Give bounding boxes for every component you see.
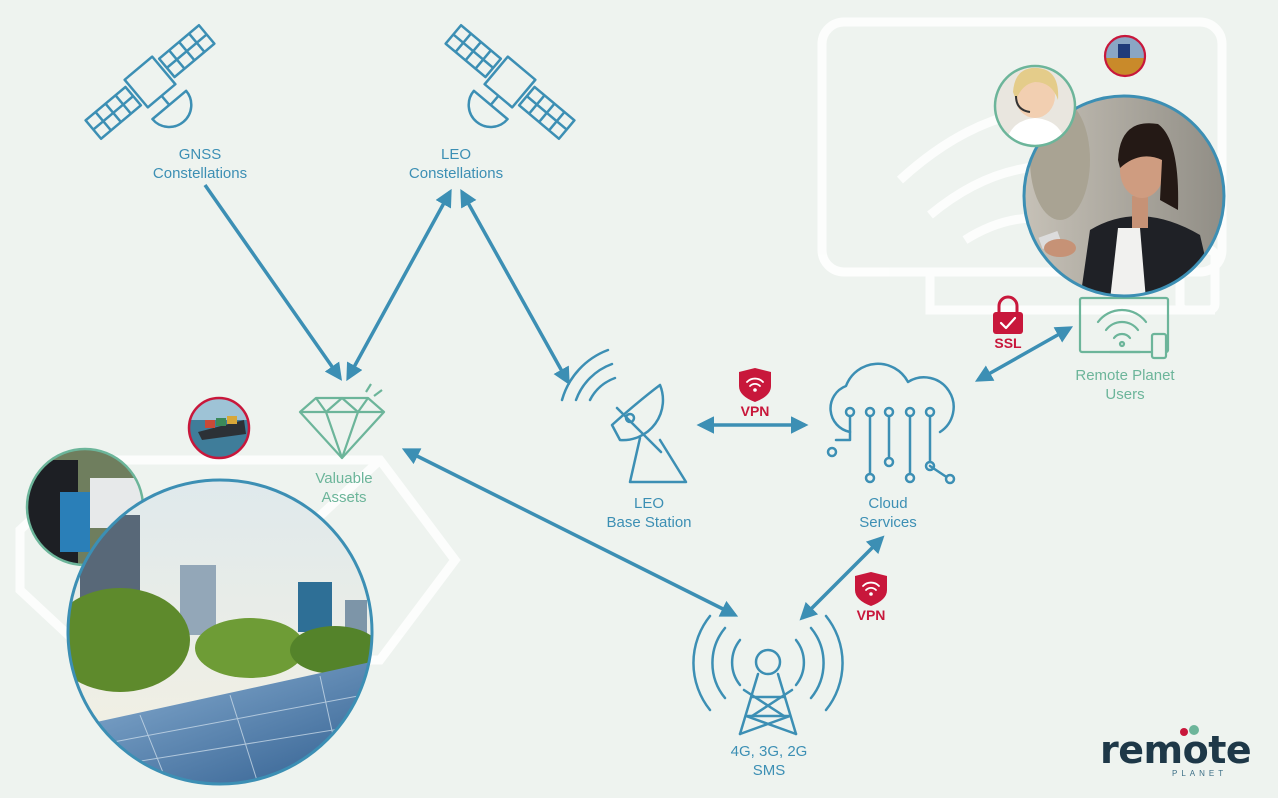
base-label-line2: Base Station: [606, 514, 692, 531]
leo-base-station-label: LEO Base Station: [606, 494, 691, 532]
worker-photo: [1103, 34, 1147, 78]
base-label-line1: LEO: [633, 495, 664, 512]
assets-label-line1: Valuable: [315, 470, 373, 487]
gnss-label-line2: Constellations: [152, 165, 248, 182]
cloud-label-line1: Cloud: [868, 495, 908, 512]
support-agent-photo: [993, 64, 1077, 148]
cellular-label: 4G, 3G, 2G SMS: [731, 742, 808, 780]
vpn-shield-icon: [855, 572, 887, 606]
ssl-badge: SSL: [994, 335, 1022, 351]
remote-planet-users-label: Remote Planet Users: [1075, 366, 1174, 404]
cloud-label-line2: Services: [859, 514, 917, 531]
vpn-badge-top: VPN: [740, 403, 770, 419]
leo-satellite-icon: [444, 23, 576, 141]
users-monitor-icon: [1078, 296, 1170, 360]
cloud-services-label: Cloud Services: [859, 494, 917, 532]
logo-dots-icon: [1180, 725, 1199, 736]
logo-subtitle: PLANET: [1172, 769, 1228, 778]
arrow-assets-leo: [346, 188, 452, 382]
remote-planet-logo[interactable]: remote PLANET: [1100, 725, 1260, 784]
leo-constellations-label: LEO Constellations: [409, 145, 503, 183]
cell-tower-icon: [692, 614, 844, 736]
solar-city-photo: [66, 478, 374, 786]
arrow-cloud-users: [974, 326, 1074, 382]
gnss-label-line1: GNSS: [178, 146, 222, 163]
assets-label-line2: Assets: [321, 489, 367, 506]
base-station-dish-icon: [560, 348, 688, 484]
cellular-label-line1: 4G, 3G, 2G: [730, 743, 808, 760]
arrow-assets-cellular: [401, 448, 739, 617]
users-label-line1: Remote Planet: [1075, 367, 1175, 384]
ship-photo: [187, 396, 251, 460]
arrow-leo-basestation: [460, 188, 570, 386]
leo-label-line1: LEO: [440, 146, 471, 163]
gnss-satellite-icon: [84, 23, 216, 141]
arrow-cellular-cloud: [799, 535, 885, 621]
cellular-label-line2: SMS: [752, 762, 786, 779]
gnss-constellations-label: GNSS Constellations: [153, 145, 247, 183]
diamond-icon: [298, 383, 386, 460]
vpn-badge-bottom: VPN: [856, 607, 886, 623]
arrow-gnss-to-assets: [203, 183, 343, 381]
cloud-services-icon: [826, 362, 956, 485]
ssl-lock-icon: [993, 295, 1023, 334]
logo-wordmark: remote: [1100, 728, 1252, 772]
vpn-shield-icon: [739, 368, 771, 402]
valuable-assets-label: Valuable Assets: [315, 469, 372, 507]
users-label-line2: Users: [1105, 386, 1145, 403]
leo-label-line2: Constellations: [408, 165, 504, 182]
